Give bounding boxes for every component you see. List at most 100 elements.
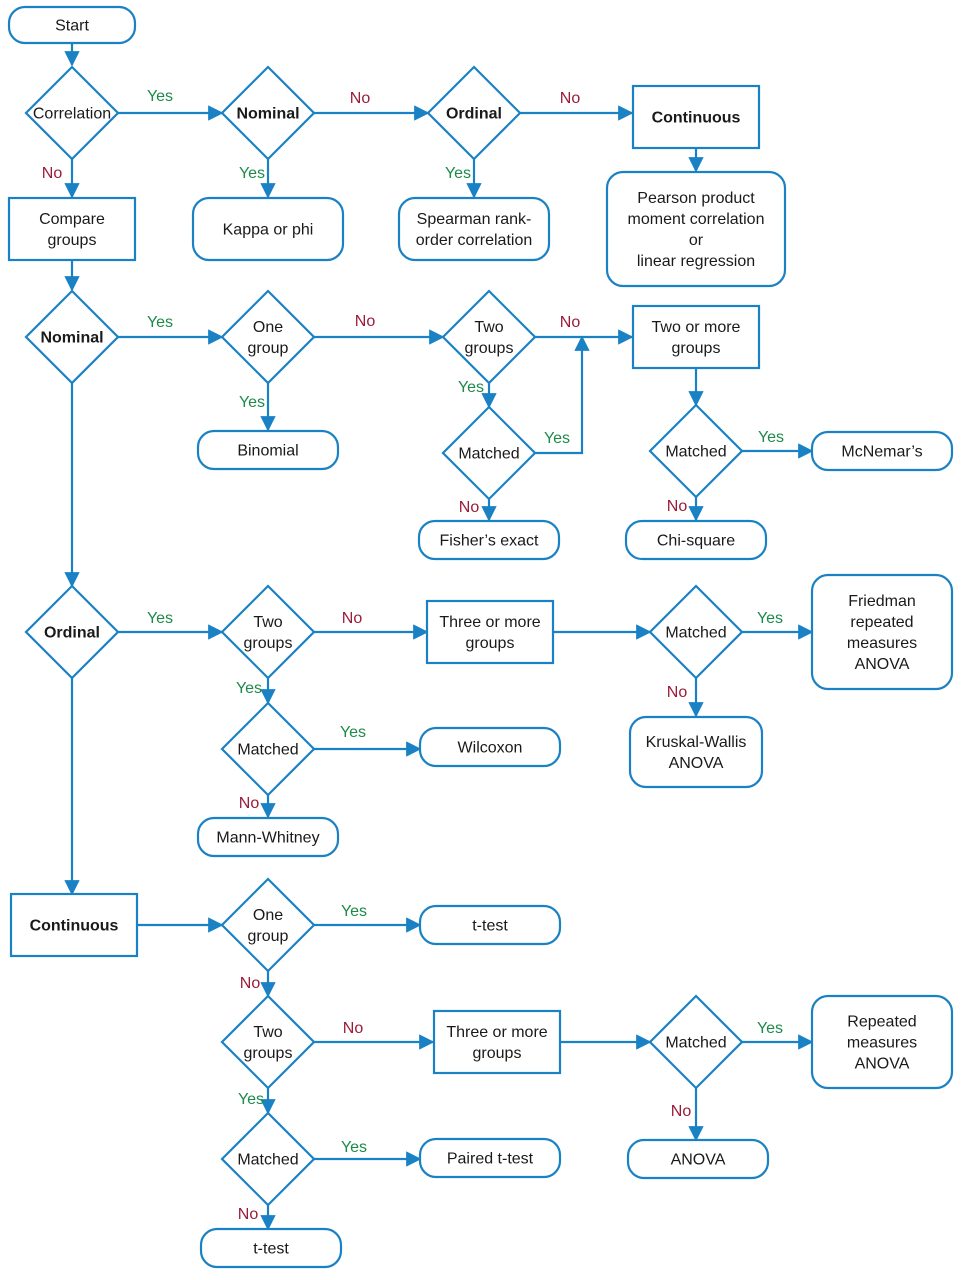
node-ord-matched: Matched — [220, 701, 316, 797]
node-text: Spearman rank- — [417, 211, 532, 228]
node-text: Matched — [237, 1152, 298, 1169]
node-ord-matched3: Matched — [648, 584, 744, 680]
node-con-matched3: Matched — [648, 994, 744, 1090]
decision-diamond — [220, 877, 316, 973]
no-label: No — [239, 795, 260, 812]
node-text: Fisher’s exact — [440, 533, 540, 550]
result-box — [7, 5, 137, 45]
no-label: No — [343, 1020, 364, 1037]
decision-diamond — [220, 65, 316, 161]
node-text: Pearson product — [637, 190, 755, 207]
node-ttest1: t-test — [418, 904, 562, 946]
node-chi-square: Chi-square — [624, 519, 768, 561]
node-wilcoxon: Wilcoxon — [418, 726, 562, 768]
node-continuous: Continuous — [9, 892, 139, 958]
node-text: groups — [465, 340, 514, 357]
result-box — [417, 519, 561, 561]
node-text: Correlation — [33, 106, 111, 123]
yes-label: Yes — [239, 165, 265, 182]
node-text: groups — [244, 1045, 293, 1062]
result-box — [191, 196, 345, 262]
yes-label: Yes — [341, 1139, 367, 1156]
decision-diamond — [220, 994, 316, 1090]
process-box — [432, 1009, 562, 1075]
node-text: ANOVA — [671, 1152, 726, 1169]
result-box — [196, 429, 340, 471]
node-text: or — [689, 232, 704, 249]
node-text: Two or more — [652, 319, 741, 336]
node-text: Two — [474, 319, 503, 336]
yes-label: Yes — [147, 314, 173, 331]
no-label: No — [240, 975, 261, 992]
node-binomial: Binomial — [196, 429, 340, 471]
result-box — [397, 196, 551, 262]
yes-label: Yes — [147, 610, 173, 627]
node-text: Two — [253, 614, 282, 631]
yes-label: Yes — [147, 88, 173, 105]
node-text: groups — [672, 340, 721, 357]
node-start: Start — [7, 5, 137, 45]
process-box — [631, 84, 761, 150]
decision-diamond — [24, 289, 120, 385]
node-text: Matched — [665, 444, 726, 461]
yes-label: Yes — [757, 610, 783, 627]
node-text: Continuous — [30, 918, 119, 935]
result-box — [628, 715, 764, 789]
yes-label: Yes — [341, 903, 367, 920]
decision-diamond — [648, 584, 744, 680]
result-box — [624, 519, 768, 561]
process-box — [425, 599, 555, 665]
node-ordinal: Ordinal — [24, 584, 120, 680]
yes-label: Yes — [757, 1020, 783, 1037]
node-text: One — [253, 319, 283, 336]
node-paired-ttest: Paired t-test — [418, 1137, 562, 1179]
node-text: moment correlation — [628, 211, 765, 228]
node-text: linear regression — [637, 253, 755, 270]
node-text: t-test — [472, 918, 508, 935]
node-con-matched: Matched — [220, 1111, 316, 1207]
yes-label: Yes — [544, 430, 570, 447]
yes-label: Yes — [458, 379, 484, 396]
decision-diamond — [426, 65, 522, 161]
node-correlation: Correlation — [24, 65, 120, 161]
result-box — [418, 904, 562, 946]
node-corr-nominal: Nominal — [220, 65, 316, 161]
node-corr-continuous: Continuous — [631, 84, 761, 150]
no-label: No — [560, 314, 581, 331]
no-label: No — [459, 499, 480, 516]
node-text: groups — [48, 232, 97, 249]
node-anova: ANOVA — [626, 1138, 770, 1180]
node-text: Kappa or phi — [223, 222, 314, 239]
node-mann-whitney: Mann-Whitney — [196, 816, 340, 858]
node-text: measures — [847, 1035, 917, 1052]
process-box — [7, 196, 137, 262]
node-text: t-test — [253, 1241, 289, 1258]
result-box — [626, 1138, 770, 1180]
result-box — [199, 1227, 343, 1269]
node-text: Ordinal — [446, 106, 502, 123]
node-text: Start — [55, 18, 89, 35]
node-text: Mann-Whitney — [216, 830, 319, 847]
no-label: No — [355, 313, 376, 330]
node-nom-matched2: Matched — [648, 403, 744, 499]
node-text: Matched — [458, 446, 519, 463]
node-text: Chi-square — [657, 533, 735, 550]
no-label: No — [350, 90, 371, 107]
node-text: Ordinal — [44, 625, 100, 642]
node-text: order correlation — [416, 232, 533, 249]
result-box — [605, 170, 787, 288]
node-text: Three or more — [446, 1024, 547, 1041]
result-box — [810, 994, 954, 1090]
no-label: No — [42, 165, 63, 182]
node-corr-ordinal: Ordinal — [426, 65, 522, 161]
result-box — [810, 430, 954, 472]
no-label: No — [560, 90, 581, 107]
node-text: Friedman — [848, 593, 916, 610]
node-text: Binomial — [237, 443, 298, 460]
